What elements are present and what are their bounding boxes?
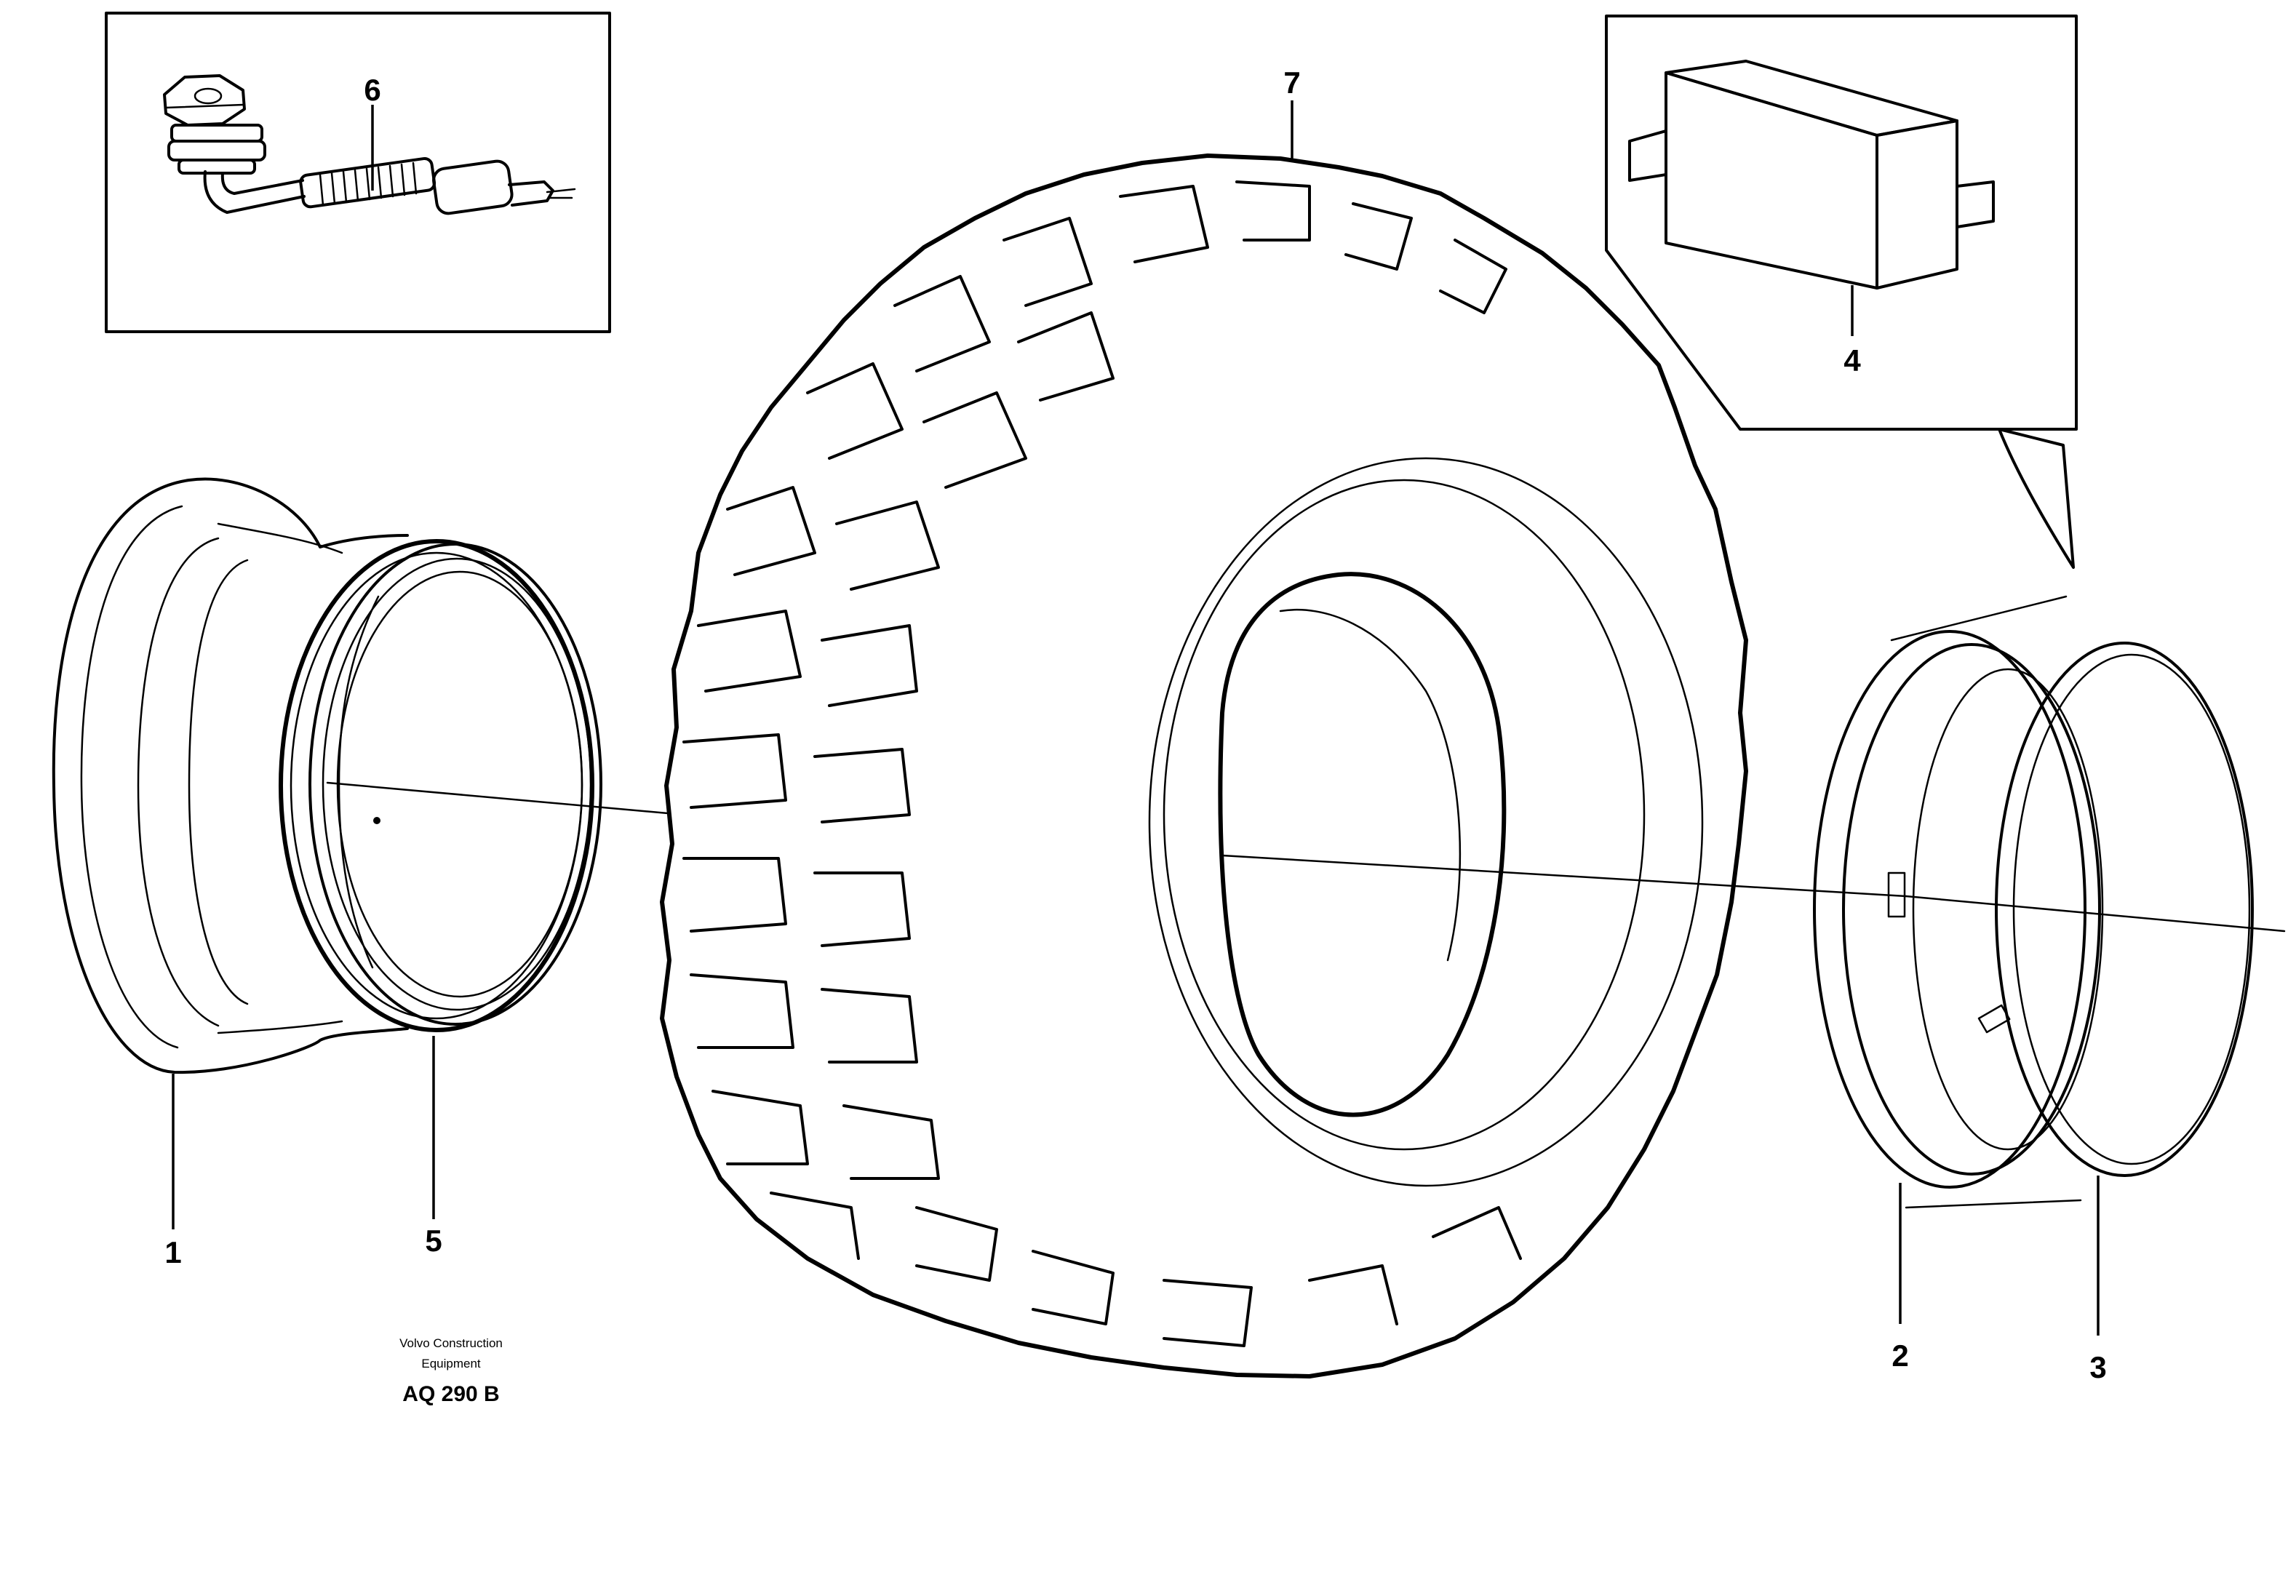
- callout-4: 4: [1843, 343, 1861, 378]
- callout-1: 1: [164, 1235, 181, 1269]
- callout-3: 3: [2089, 1350, 2106, 1384]
- leader-lines: [172, 100, 2100, 1336]
- rim-ring: [1813, 595, 2104, 1209]
- callout-7: 7: [1283, 65, 1300, 100]
- valve-inset: [105, 12, 611, 333]
- tyre-tread: [682, 180, 1522, 1347]
- callout-2: 2: [1892, 1338, 1908, 1373]
- assembly-axis: [326, 781, 2286, 933]
- callout-6: 6: [364, 73, 380, 107]
- drawing-code: AQ 290 B: [402, 1382, 499, 1406]
- callouts: 1 5 6 7 4 2 3: [164, 65, 2106, 1384]
- credit-block: Volvo Construction Equipment AQ 290 B: [399, 1336, 503, 1406]
- valve-block-inset: [1605, 15, 2078, 569]
- valve-block-illustration: [1628, 60, 1995, 290]
- credit-line-1: Volvo Construction: [399, 1336, 503, 1350]
- tyre: [660, 153, 1748, 1378]
- lock-ring: [1977, 642, 2254, 1177]
- credit-line-2: Equipment: [421, 1357, 481, 1370]
- o-ring: [279, 539, 594, 1032]
- wheel-rim: [52, 477, 602, 1074]
- valve-illustration: [163, 74, 576, 215]
- callout-5: 5: [425, 1224, 442, 1258]
